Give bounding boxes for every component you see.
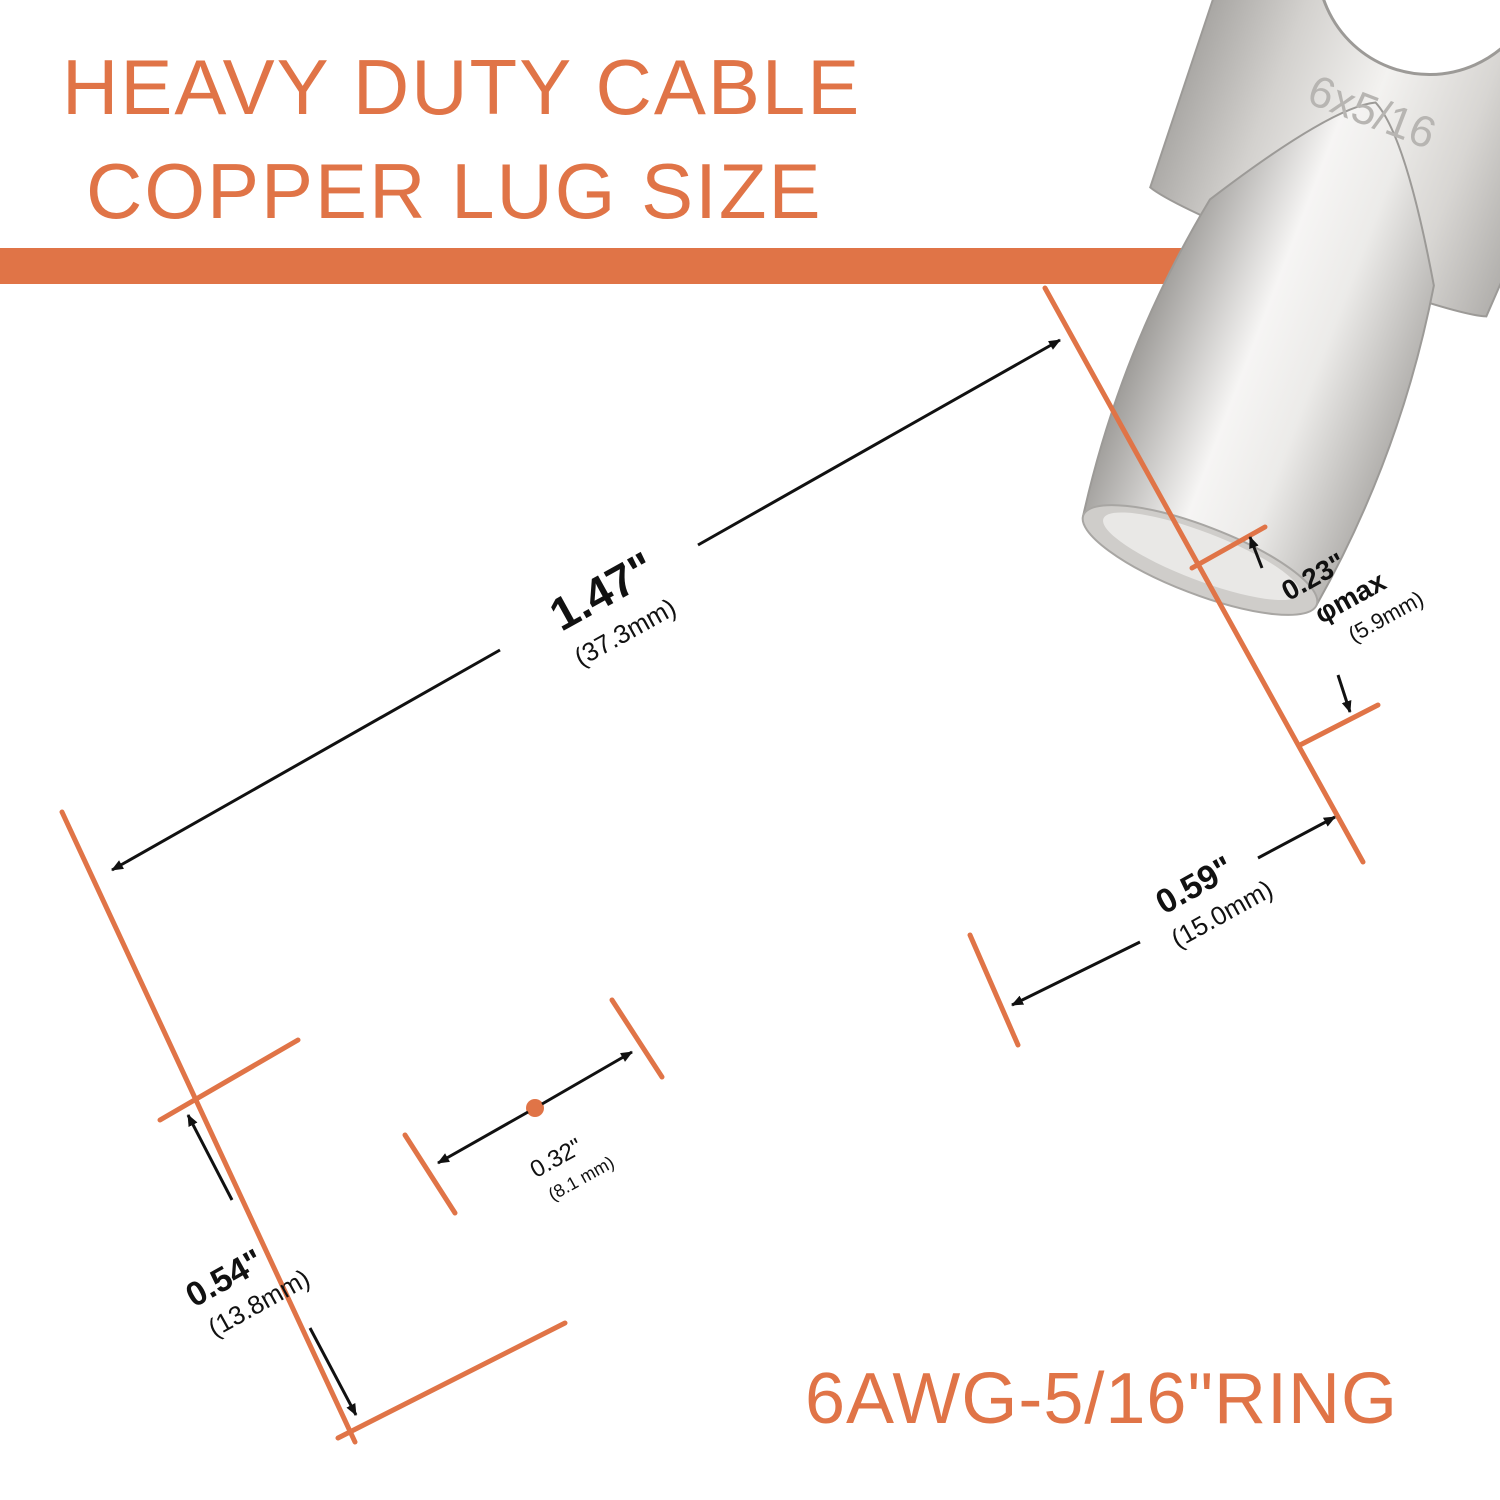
ext-line-hole-left — [402, 1132, 458, 1216]
arrow-diameter-top — [1248, 536, 1264, 569]
extension-lines — [59, 285, 1381, 1445]
copper-lug: 6x5/16 — [1081, 0, 1500, 616]
title-line-2: COPPER LUG SIZE — [86, 147, 823, 235]
ext-line-hole-right — [609, 997, 665, 1080]
label-overall-length: 1.47" (37.3mm) — [541, 541, 681, 672]
dimension-arrows — [111, 338, 1352, 1416]
label-tongue-width: 0.54" (13.8mm) — [179, 1242, 314, 1343]
ext-line-tongue-bottom — [335, 1320, 568, 1441]
arrow-length-left — [111, 648, 501, 872]
lug-ring-hole — [1315, 0, 1500, 77]
arrow-hole-left — [437, 1110, 529, 1165]
arrow-barrel-left — [1011, 940, 1141, 1007]
arrow-barrel-right — [1257, 815, 1336, 860]
product-size-label: 6AWG-5/16"RING — [805, 1359, 1399, 1439]
arrow-hole-right — [541, 1050, 633, 1106]
label-hole-diameter: 0.32" (8.1 mm) — [526, 1133, 618, 1204]
title-line-1: HEAVY DUTY CABLE — [62, 43, 862, 131]
label-barrel-length: 0.59" (15.0mm) — [1149, 849, 1277, 954]
arrow-width-bottom — [308, 1327, 358, 1416]
arrow-width-top — [186, 1114, 234, 1201]
hole-center-dot — [526, 1099, 544, 1117]
arrow-diameter-bottom — [1336, 674, 1352, 713]
ext-line-tongue-top — [157, 1037, 301, 1123]
ext-line-barrel-start — [967, 932, 1021, 1048]
ext-line-barrel-mouth-top — [1189, 524, 1268, 571]
ext-line-barrel-mouth-bottom — [1297, 702, 1381, 748]
arrow-length-right — [697, 338, 1061, 547]
ext-line-barrel-end — [1042, 285, 1366, 865]
lug-barrel — [1082, 101, 1435, 607]
ext-line-lug-end — [59, 809, 358, 1445]
